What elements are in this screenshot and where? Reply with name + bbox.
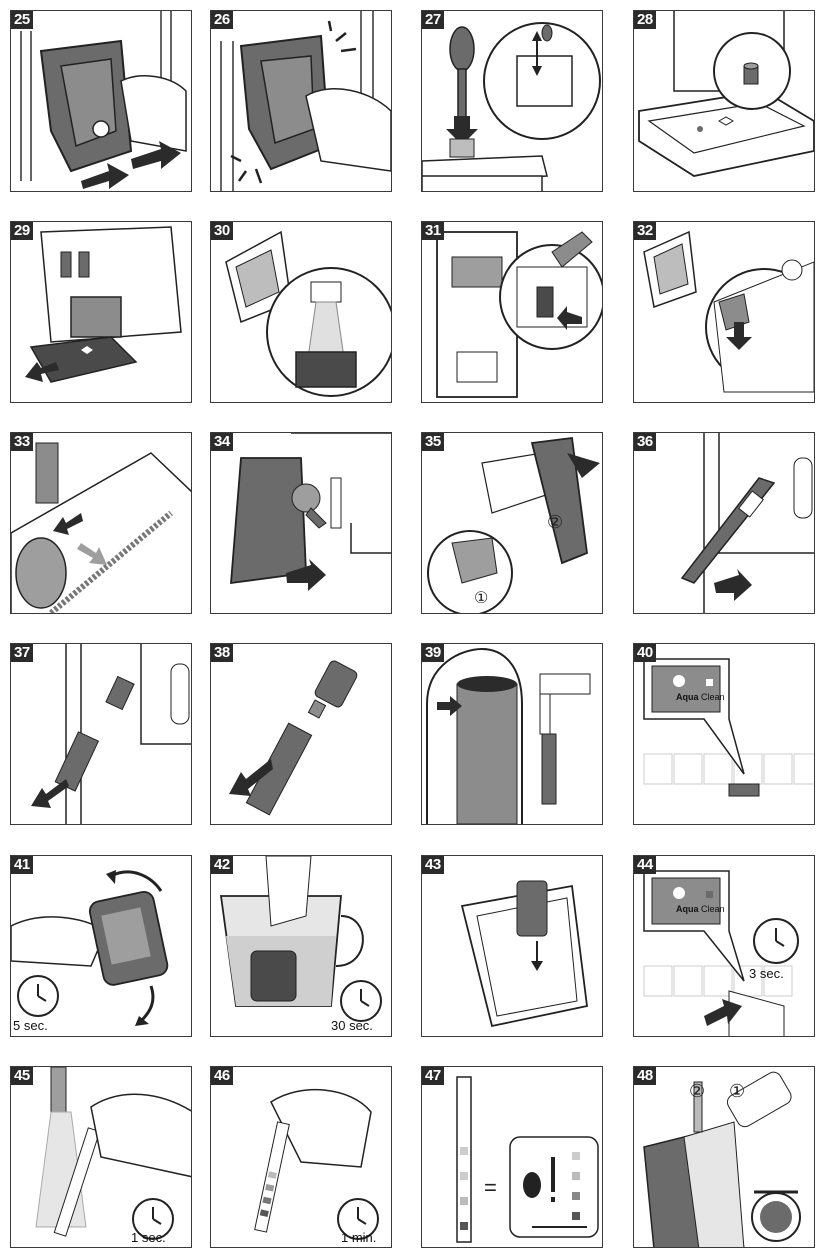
brew-group-lubrication-illustration	[436, 231, 602, 398]
step-number: 34	[211, 433, 233, 451]
step-number: 30	[211, 222, 233, 240]
step-panel-38: 38	[210, 643, 392, 825]
drip-tray-pin-illustration	[638, 11, 814, 177]
step-marker-2: ②	[547, 512, 563, 532]
timer-label: 1 sec.	[131, 1230, 166, 1245]
step-number: 47	[422, 1067, 444, 1085]
aqua-clean-activate-illustration	[643, 870, 799, 1036]
step-marker-1: ①	[729, 1081, 745, 1101]
step-marker-2: ②	[689, 1081, 705, 1101]
step-panel-31: 31	[421, 221, 603, 403]
tube-inspection-illustration	[426, 647, 591, 824]
step-panel-37: 37	[10, 643, 192, 825]
step-panel-35: 35 ① ②	[421, 432, 603, 614]
step-panel-44: 44 Aqua Clean 3 sec.	[633, 855, 815, 1037]
timer-label: 3 sec.	[749, 966, 784, 981]
step-number: 45	[11, 1067, 33, 1085]
brew-group-insertion-illustration	[220, 11, 391, 191]
step-panel-27: 27	[421, 10, 603, 192]
step-number: 31	[422, 222, 444, 240]
step-panel-30: 30	[210, 221, 392, 403]
timer-label: 1 min.	[341, 1230, 377, 1245]
brew-group-removal-illustration	[11, 11, 191, 191]
grease-spread-illustration	[11, 442, 191, 613]
step-number: 48	[634, 1067, 656, 1085]
step-number: 33	[11, 433, 33, 451]
step-panel-28: 28	[633, 10, 815, 192]
step-number: 37	[11, 644, 33, 662]
aqua-clean-label: Aqua Clean	[676, 692, 725, 702]
aqua-label: Aqua	[676, 904, 699, 914]
step-number: 28	[634, 11, 656, 29]
step-panel-46: 46 1 min.	[210, 1066, 392, 1248]
aqua-label: Aqua	[676, 692, 699, 702]
step-number: 43	[422, 856, 444, 874]
timer-label: 30 sec.	[331, 1018, 373, 1033]
brew-group-rinse-illustration	[225, 230, 391, 397]
timer-label: 5 sec.	[13, 1018, 48, 1033]
step-panel-39: 39	[421, 643, 603, 825]
filter-shake-illustration	[11, 870, 169, 1026]
step-number: 35	[422, 433, 444, 451]
grease-application-illustration	[643, 230, 814, 393]
test-strip-result-illustration: =	[456, 1076, 599, 1243]
step-number: 25	[11, 11, 33, 29]
step-panel-48: 48 ② ①	[633, 1066, 815, 1248]
water-tank-fill-illustration: ② ①	[643, 1071, 801, 1247]
step-panel-32: 32	[633, 221, 815, 403]
step-panel-45: 45 1 sec.	[10, 1066, 192, 1248]
equals-sign: =	[484, 1175, 497, 1200]
measuring-spoon-illustration	[422, 22, 601, 191]
filter-submerge-illustration	[219, 856, 382, 1022]
step-number: 40	[634, 644, 656, 662]
step-number: 42	[211, 856, 233, 874]
step-panel-41: 41 5 sec.	[10, 855, 192, 1037]
step-number: 32	[634, 222, 656, 240]
test-strip-rinse-illustration	[35, 1067, 191, 1240]
clean-label: Clean	[701, 692, 725, 702]
milk-tube-removal-illustration	[680, 433, 814, 613]
step-number: 41	[11, 856, 33, 874]
milk-tube-detach-illustration	[31, 644, 191, 824]
step-panel-34: 34	[210, 432, 392, 614]
step-panel-26: 26	[210, 10, 392, 192]
step-panel-29: 29	[10, 221, 192, 403]
step-panel-33: 33	[10, 432, 192, 614]
drip-tray-removal-illustration	[25, 226, 182, 383]
aqua-clean-label: Aqua Clean	[676, 904, 725, 914]
step-number: 29	[11, 222, 33, 240]
step-marker-1: ①	[474, 590, 488, 607]
step-number: 26	[211, 11, 233, 29]
step-panel-40: 40 Aqua Clean	[633, 643, 815, 825]
step-panel-25: 25	[10, 10, 192, 192]
step-number: 38	[211, 644, 233, 662]
aqua-clean-display-illustration	[643, 658, 814, 797]
step-number: 46	[211, 1067, 233, 1085]
step-number: 36	[634, 433, 656, 451]
step-panel-36: 36	[633, 432, 815, 614]
milk-tube-parts-illustration	[229, 660, 358, 816]
step-panel-47: 47 =	[421, 1066, 603, 1248]
filter-insert-tank-illustration	[460, 880, 588, 1028]
step-number: 39	[422, 644, 444, 662]
clean-label: Clean	[701, 904, 725, 914]
step-panel-43: 43	[421, 855, 603, 1037]
step-panel-42: 42 30 sec.	[210, 855, 392, 1037]
step-number: 27	[422, 11, 444, 29]
milk-container-removal-illustration	[230, 433, 391, 591]
milk-frother-disassembly-illustration: ① ②	[427, 436, 600, 613]
step-number: 44	[634, 856, 656, 874]
test-strip-wait-illustration	[254, 1089, 379, 1240]
